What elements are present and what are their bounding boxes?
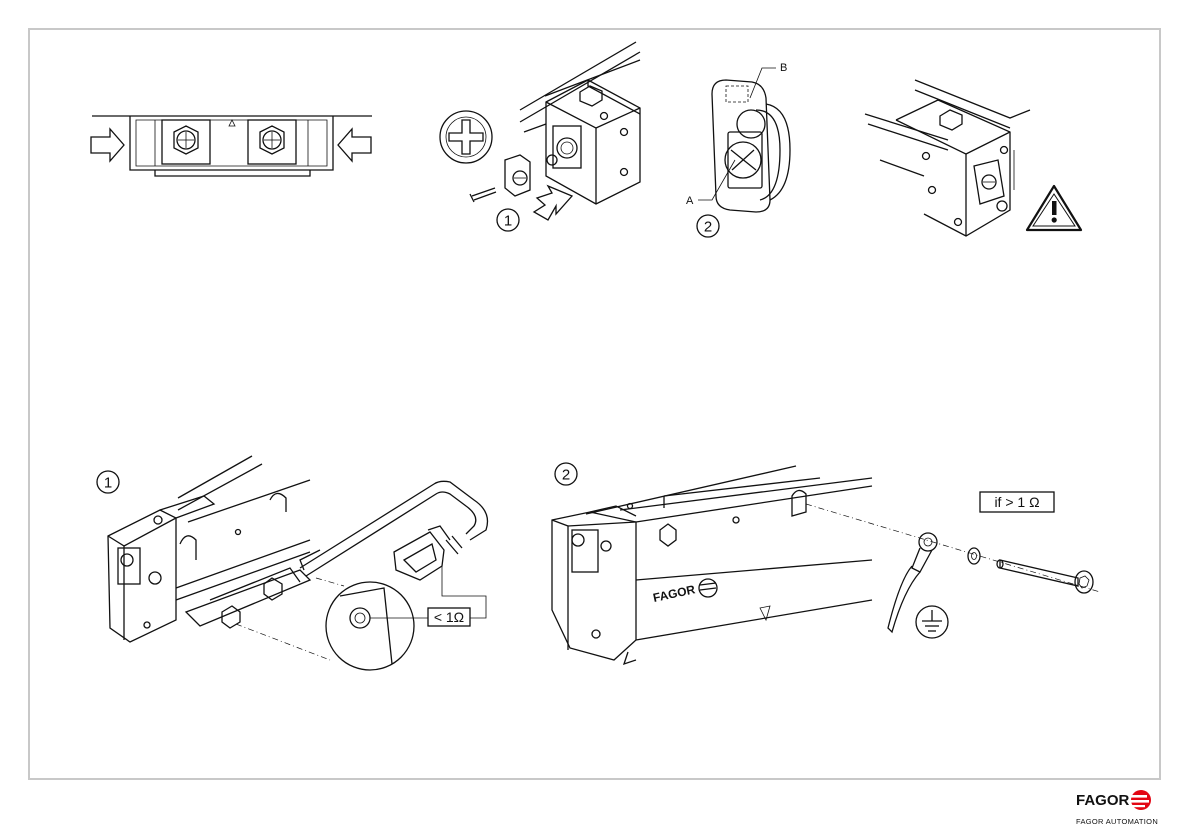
arrow-left-icon xyxy=(338,129,371,161)
resistance-less-than-label: < 1Ω xyxy=(434,609,464,625)
step-1b-label: 1 xyxy=(104,475,112,492)
washer xyxy=(968,548,980,564)
step-1-label: 1 xyxy=(504,213,512,230)
clamp-bolt-right xyxy=(248,120,296,164)
warning-icon xyxy=(1027,186,1081,230)
label-a: A xyxy=(686,195,694,207)
phillips-screwdriver-icon xyxy=(440,111,492,163)
panel-ground-check: 1 xyxy=(97,456,488,670)
panel-cover-removal: 1 B A 2 xyxy=(440,42,790,237)
ring-terminal xyxy=(888,533,937,632)
part-logo-icon xyxy=(699,579,717,597)
clamp-bolt-left xyxy=(162,120,210,164)
footer-logo-text: FAGOR xyxy=(1076,792,1130,809)
panel-clamp-view xyxy=(91,116,372,176)
resistance-greater-than-label: if > 1 Ω xyxy=(994,494,1039,510)
step-2b-label: 2 xyxy=(562,467,570,484)
panel-warning-view xyxy=(865,80,1081,236)
part-brand-label: FAGOR xyxy=(652,582,697,605)
label-b: B xyxy=(780,62,787,74)
ground-symbol-icon xyxy=(916,606,948,638)
footer-company-name: FAGOR AUTOMATION xyxy=(1076,817,1158,826)
panel-ground-screw: 2 FAGOR xyxy=(552,463,1100,664)
fagor-logo-icon: FAGOR FAGOR AUTOMATION xyxy=(1076,790,1158,826)
cap-screw xyxy=(997,560,1093,593)
arrow-right-icon xyxy=(91,129,124,161)
step-2-label: 2 xyxy=(704,219,712,236)
